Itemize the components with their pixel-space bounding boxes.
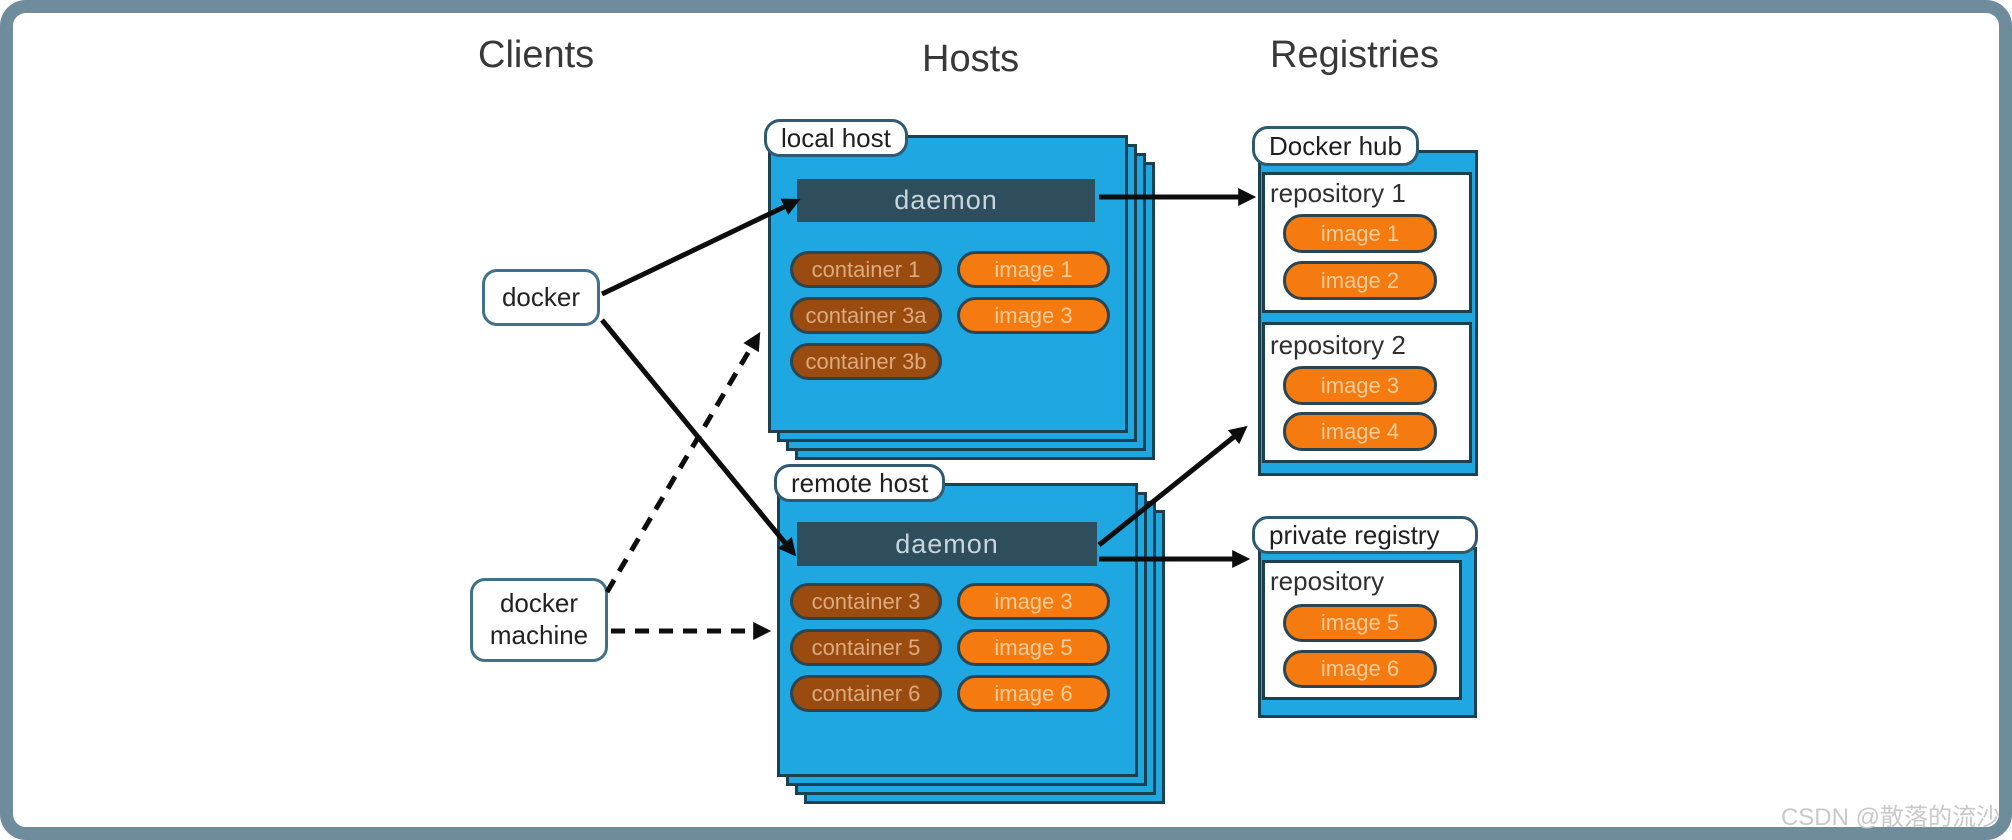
image-pill: image 3 [957, 297, 1110, 334]
container-pill: container 5 [790, 629, 942, 666]
container-pill: container 3a [790, 297, 942, 334]
image-pill: image 1 [957, 251, 1110, 288]
image-pill: image 5 [957, 629, 1110, 666]
registry-label-private: private registry [1252, 516, 1478, 554]
image-pill: image 3 [957, 583, 1110, 620]
daemon-bar-remote: daemon [797, 522, 1097, 566]
column-header-clients: Clients [478, 34, 595, 76]
repo-image-pill: image 2 [1283, 261, 1437, 300]
arrow-docker-machine-to-local-host-dashed [604, 332, 761, 594]
container-pill: container 1 [790, 251, 942, 288]
client-box-docker-machine: docker machine [470, 578, 608, 662]
repo-image-pill: image 5 [1283, 604, 1437, 642]
column-header-hosts: Hosts [922, 38, 1020, 80]
container-pill: container 3b [790, 343, 942, 380]
daemon-bar-local: daemon [797, 179, 1095, 222]
container-pill: container 3 [790, 583, 942, 620]
repository-name: repository [1270, 566, 1385, 596]
host-label-local: local host [764, 119, 908, 157]
image-pill: image 6 [957, 675, 1110, 712]
container-pill: container 6 [790, 675, 942, 712]
arrow-docker-to-remote-daemon [600, 318, 797, 557]
registry-label-docker-hub: Docker hub [1252, 126, 1419, 166]
host-label-remote: remote host [774, 464, 946, 502]
repo-image-pill: image 4 [1283, 412, 1437, 451]
client-box-docker: docker [482, 269, 600, 326]
repository-name: repository 2 [1270, 330, 1406, 360]
repo-image-pill: image 3 [1283, 366, 1437, 405]
repository-name: repository 1 [1270, 178, 1406, 208]
client-docker-machine-line2: machine [489, 620, 589, 650]
watermark: CSDN @散落的流沙 [1780, 804, 2000, 831]
repo-image-pill: image 6 [1283, 650, 1437, 688]
arrow-docker-to-local-daemon [600, 198, 801, 297]
client-docker-machine-line1: docker [499, 588, 579, 619]
repo-image-pill: image 1 [1283, 214, 1437, 253]
column-header-registries: Registries [1270, 34, 1439, 76]
client-docker-label: docker [501, 281, 581, 312]
